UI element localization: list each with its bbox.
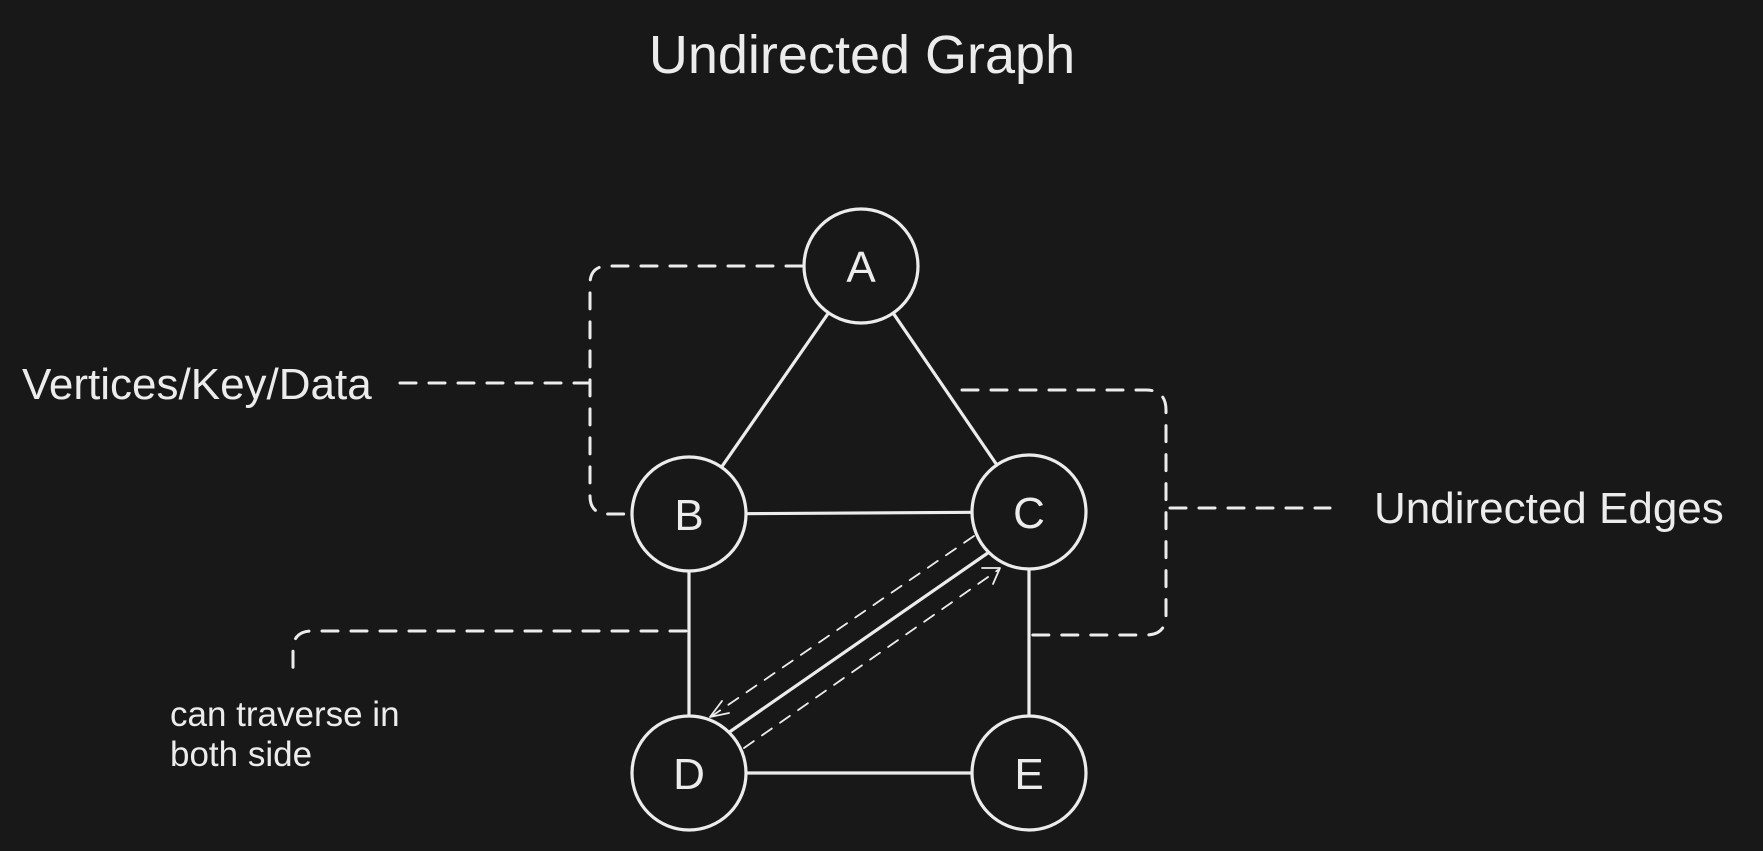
traverse-note-line2: both side bbox=[170, 735, 312, 774]
vertices-bracket bbox=[588, 264, 804, 516]
node-d: D bbox=[630, 714, 748, 832]
node-d-label: D bbox=[673, 750, 705, 799]
node-e-label: E bbox=[1014, 750, 1043, 799]
arrow-head-at-d bbox=[709, 700, 730, 718]
vertices-label: Vertices/Key/Data bbox=[22, 360, 372, 409]
node-a-label: A bbox=[846, 243, 876, 292]
arrow-head-at-c bbox=[981, 567, 1001, 585]
node-c: C bbox=[970, 453, 1088, 571]
node-b-label: B bbox=[674, 491, 703, 540]
node-a: A bbox=[802, 207, 920, 325]
edges-bracket bbox=[960, 388, 1168, 637]
diagram-title: Undirected Graph bbox=[649, 25, 1075, 85]
node-c-label: C bbox=[1013, 489, 1045, 538]
traverse-arrow-c-to-d bbox=[711, 535, 975, 717]
edges-label: Undirected Edges bbox=[1374, 484, 1724, 533]
traverse-note-line1: can traverse in bbox=[170, 695, 400, 734]
node-e: E bbox=[970, 714, 1088, 832]
node-b: B bbox=[630, 455, 748, 573]
edge-c-d bbox=[726, 546, 997, 735]
traverse-arrow-d-to-c bbox=[743, 569, 999, 749]
traverse-connector bbox=[291, 629, 688, 674]
